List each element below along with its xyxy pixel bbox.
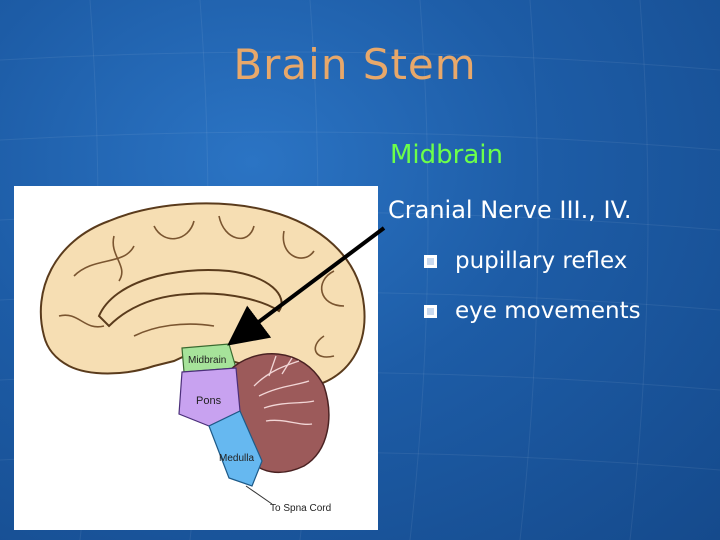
bullet-text: eye movements	[455, 298, 641, 324]
medulla-region	[208, 410, 263, 487]
bullet-item: eye movements	[424, 298, 641, 324]
bullet-square-icon	[424, 254, 437, 268]
pons-label: Pons	[196, 395, 222, 407]
cranial-nerve-heading: Cranial Nerve III., IV.	[388, 196, 632, 224]
medulla-label: Medulla	[219, 453, 254, 464]
brain-diagram: Midbrain Pons Medulla To Spna Cord	[14, 186, 378, 530]
bullet-text: pupillary reflex	[455, 248, 628, 274]
slide-title: Brain Stem	[233, 40, 477, 89]
midbrain-label: Midbrain	[188, 355, 226, 366]
bullet-square-icon	[424, 304, 437, 318]
brain-illustration: Midbrain Pons Medulla To Spna Cord	[39, 202, 366, 514]
slide-subtitle: Midbrain	[390, 140, 503, 170]
arbor-vitae	[253, 355, 315, 425]
spinal-cord-label: To Spna Cord	[270, 503, 331, 514]
bullet-item: pupillary reflex	[424, 248, 627, 274]
